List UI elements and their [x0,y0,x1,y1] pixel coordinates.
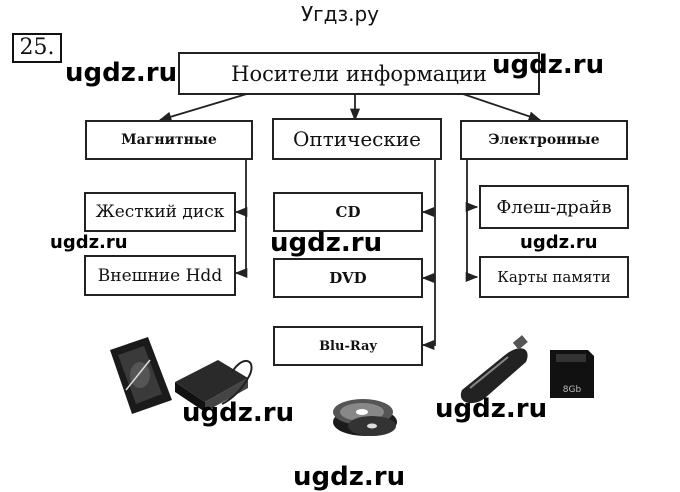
arrow-electronic-flash [465,160,479,213]
watermark: ugdz.ru [435,394,548,424]
item-bluray: Blu-Ray [273,326,423,366]
arrow-magnetic-external [234,212,248,279]
site-title: Угдз.ру [300,2,380,26]
flash-drive-picture [460,335,528,404]
item-dvd: DVD [273,258,423,298]
item-cd: CD [273,192,423,232]
hard-disk-picture [110,337,172,414]
watermark: ugdz.ru [65,58,178,88]
watermark: ugdz.ru [182,398,295,428]
watermark: ugdz.ru [520,232,598,253]
watermark: ugdz.ru [50,232,128,253]
discs-picture [333,399,397,436]
category-electronic: Электронные [460,120,628,160]
category-magnetic: Магнитные [85,120,253,160]
item-flash-drive: Флеш-драйв [479,185,629,229]
watermark: ugdz.ru [492,50,605,80]
arrow-optical-cd [421,160,436,218]
watermark: ugdz.ru [270,228,383,258]
root-node: Носители информации [178,52,540,95]
item-hard-disk: Жесткий диск [84,192,236,232]
arrow-optical-bluray [421,278,436,351]
arrow-magnetic-hdd [234,160,248,218]
arrow-electronic-cards [465,207,479,283]
item-memory-cards: Карты памяти [479,256,629,298]
category-optical: Оптические [272,118,442,160]
arrow-root-electronic [459,92,542,122]
item-external-hdd: Внешние Hdd [84,255,236,296]
external-drive-picture [175,359,253,412]
task-number: 25. [12,33,62,63]
arrow-root-magnetic [158,92,251,122]
sd-card-label: 8Gb [563,385,582,395]
arrow-optical-dvd [421,212,436,284]
sd-card-picture: 8Gb [550,350,594,398]
watermark: ugdz.ru [293,462,406,492]
